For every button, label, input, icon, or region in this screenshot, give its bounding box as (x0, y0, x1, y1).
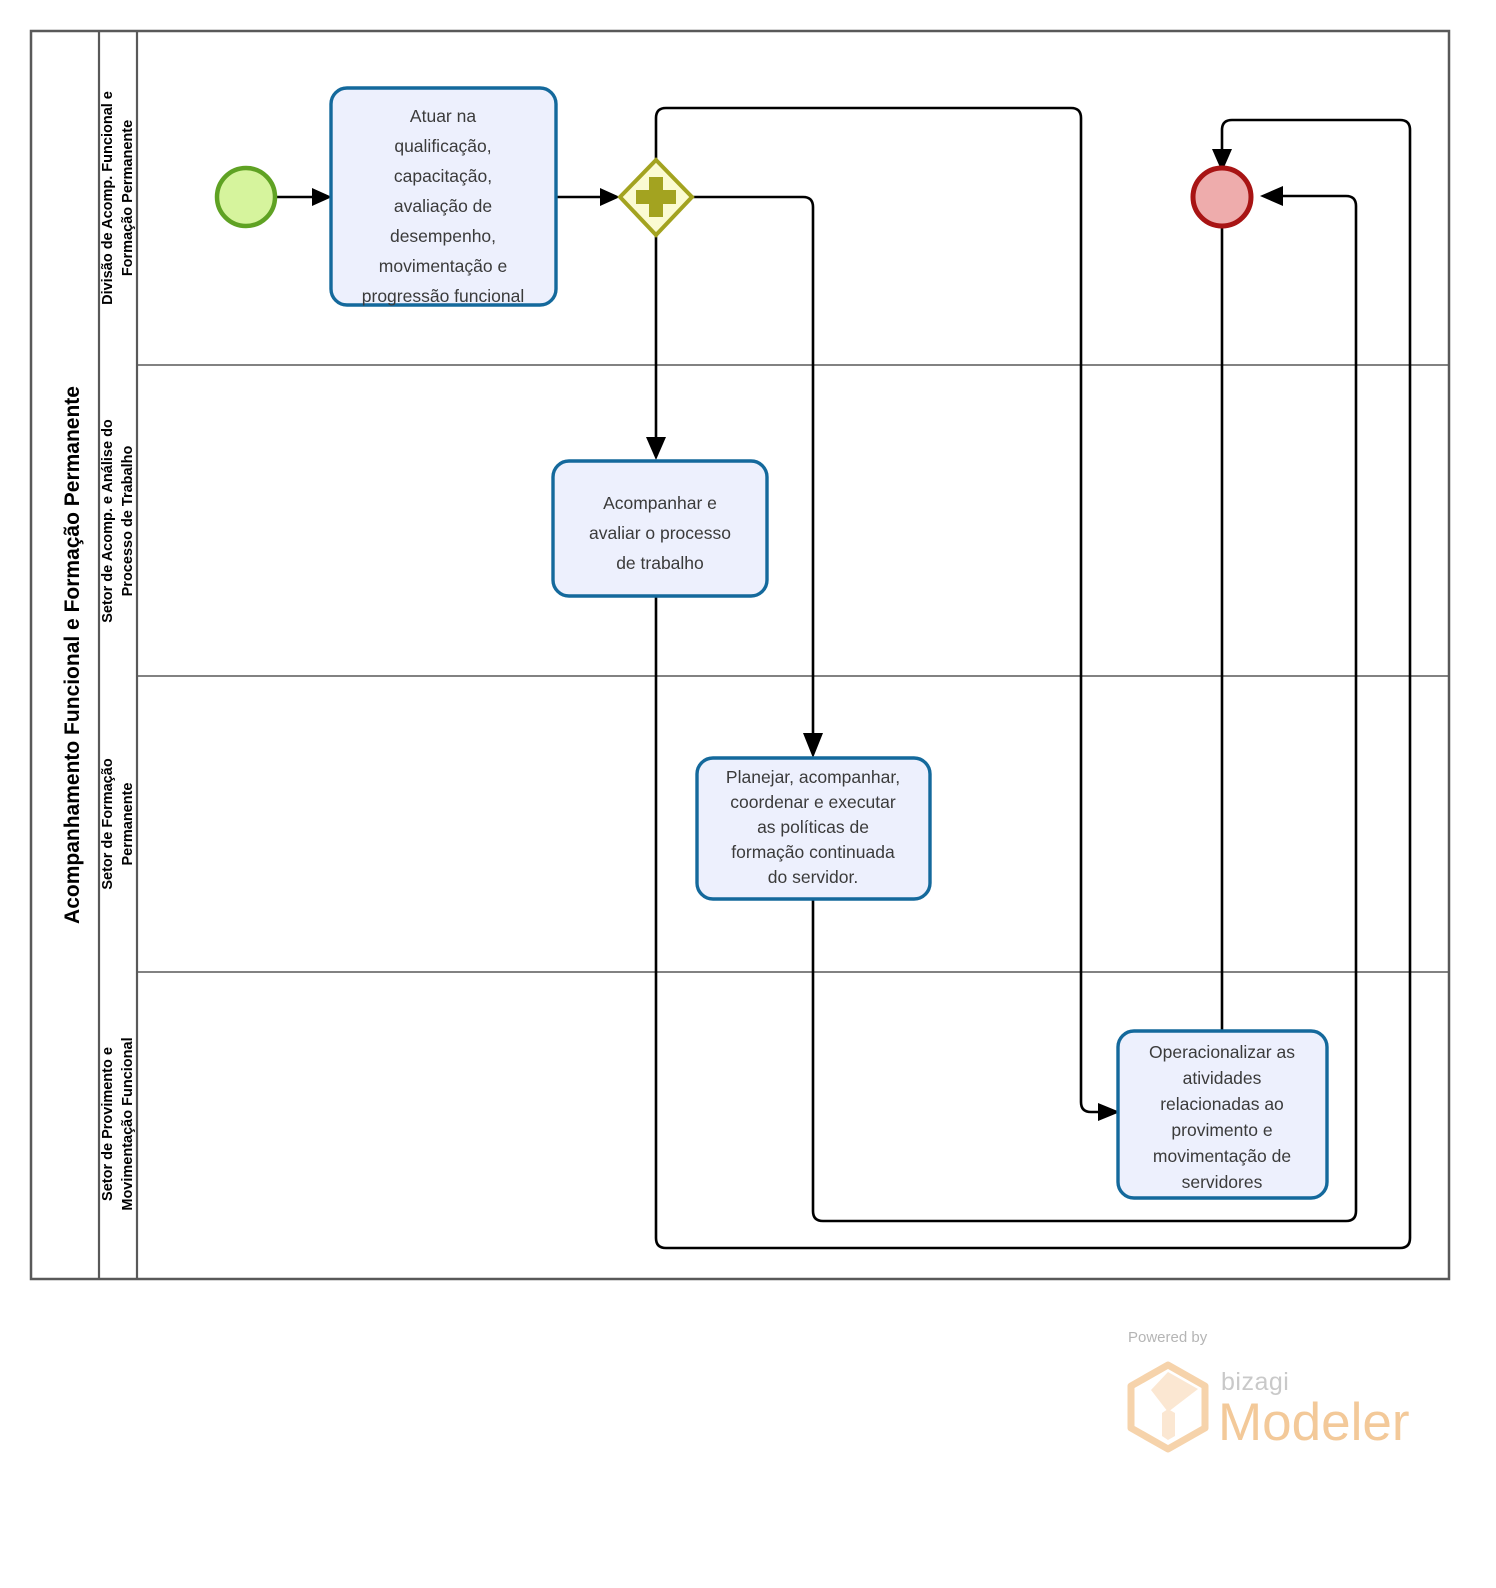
lane-3-label-line-2: Permanente (120, 782, 136, 865)
flow-arrowhead (312, 188, 332, 206)
task-1-line-5: desempenho, (390, 226, 496, 246)
flow-arrowhead (646, 437, 666, 460)
task-2[interactable]: Acompanhar e avaliar o processo de traba… (551, 459, 769, 598)
flow-gateway-to-end-top (654, 106, 1083, 975)
start-event-circle[interactable] (214, 165, 278, 229)
task-1-line-4: avaliação de (394, 196, 492, 216)
task-4-line-4: provimento e (1171, 1120, 1272, 1140)
lane-label-lane-2: Setor de Acomp. e Análise do Processo de… (100, 419, 136, 623)
task-3-line-5: do servidor. (768, 867, 858, 887)
task-1[interactable]: Atuar na qualificação, capacitação, aval… (329, 86, 558, 307)
end-event[interactable] (1190, 165, 1254, 229)
lane-3-label-line-1: Setor de Formação (100, 758, 116, 889)
flow-gateway-to-task2 (646, 235, 666, 460)
task-3-line-4: formação continuada (731, 842, 895, 862)
bizagi-branding: Powered by bizagi Modeler (1127, 1329, 1409, 1453)
task-2-line-2: avaliar o processo (589, 523, 731, 543)
flow-gateway-to-task3 (692, 195, 823, 758)
task-4-line-3: relacionadas ao (1160, 1094, 1284, 1114)
lane-label-lane-4: Setor de Provimento e Movimentação Funci… (100, 1037, 136, 1210)
pool-outline (29, 29, 1451, 1281)
lane-4-label-line-2: Movimentação Funcional (120, 1037, 136, 1210)
flow-arrowhead (600, 188, 620, 206)
lane-2-label-line-2: Processo de Trabalho (120, 446, 136, 597)
bizagi-logo-icon (1127, 1361, 1209, 1453)
bizagi-wordmark: bizagi (1221, 1368, 1289, 1396)
task-2-line-3: de trabalho (616, 553, 704, 573)
task-3[interactable]: Planejar, acompanhar, coordenar e execut… (695, 756, 932, 901)
end-event-circle[interactable] (1190, 165, 1254, 229)
task-1-box[interactable] (329, 86, 558, 307)
pool-title: Acompanhamento Funcional e Formação Perm… (61, 386, 84, 924)
pool-container: Acompanhamento Funcional e Formação Perm… (29, 29, 1451, 1281)
lane-label-lane-1: Divisão de Acomp. Funcional e Formação P… (100, 91, 136, 305)
parallel-gateway[interactable] (617, 157, 695, 238)
lane-2-label-line-1: Setor de Acomp. e Análise do (100, 419, 116, 623)
task-1-line-7: progressão funcional (362, 286, 524, 306)
gateway-plus-icon (636, 177, 676, 217)
task-1-line-3: capacitação, (394, 166, 492, 186)
task-3-line-1: Planejar, acompanhar, (726, 767, 900, 787)
task-4-line-5: movimentação de (1153, 1146, 1291, 1166)
task-2-box[interactable] (551, 459, 769, 598)
task-1-line-6: movimentação e (379, 256, 507, 276)
task-4-line-1: Operacionalizar as (1149, 1042, 1295, 1062)
powered-by-label: Powered by (1128, 1329, 1208, 1346)
task-3-line-3: as políticas de (757, 817, 869, 837)
sequence-flows (275, 106, 1412, 1250)
flow-task1-to-gateway (556, 188, 620, 206)
task-1-line-2: qualificação, (394, 136, 491, 156)
task-3-line-2: coordenar e executar (730, 792, 896, 812)
flow-arrowhead (1098, 1103, 1120, 1121)
lane-1-label-line-1: Divisão de Acomp. Funcional e (100, 91, 116, 305)
flow-task3-to-end (811, 186, 1358, 1223)
task-4-line-2: atividades (1183, 1068, 1262, 1088)
modeler-wordmark: Modeler (1218, 1393, 1409, 1452)
start-event[interactable] (214, 165, 278, 229)
lane-label-lane-3: Setor de Formação Permanente (100, 758, 136, 889)
flow-to-task4 (1079, 975, 1120, 1121)
lane-4-label-line-1: Setor de Provimento e (100, 1047, 116, 1201)
flow-start-to-task1 (275, 188, 332, 206)
lane-1-label-line-2: Formação Permanente (120, 120, 136, 276)
task-4[interactable]: Operacionalizar as atividades relacionad… (1116, 1029, 1329, 1200)
task-3-box[interactable] (695, 756, 932, 901)
task-4-box[interactable] (1116, 1029, 1329, 1200)
task-2-line-1: Acompanhar e (603, 493, 717, 513)
flow-arrowhead (1260, 186, 1283, 206)
task-1-line-1: Atuar na (410, 106, 476, 126)
flow-arrowhead (803, 733, 823, 758)
task-4-line-6: servidores (1182, 1172, 1263, 1192)
